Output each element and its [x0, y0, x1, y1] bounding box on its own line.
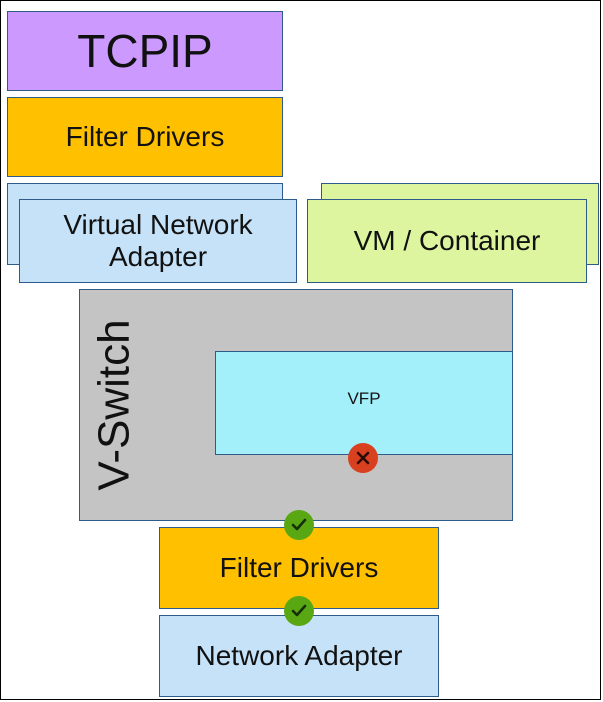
vswitch-to-filter-check-icon — [284, 510, 314, 540]
filter-drivers-top-label: Filter Drivers — [65, 120, 225, 152]
vm-container-label: VM / Container — [353, 224, 541, 256]
network-adapter-box: Network Adapter — [159, 615, 439, 697]
filter-drivers-bottom-label: Filter Drivers — [219, 551, 379, 583]
network-adapter-label: Network Adapter — [195, 639, 403, 671]
v-switch-label: V-Switch — [90, 319, 140, 491]
vm-container-box: VM / Container — [307, 199, 587, 283]
v-switch-label-wrap: V-Switch — [85, 289, 145, 521]
filter-to-adapter-check-icon — [284, 596, 314, 626]
tcpip-box: TCPIP — [7, 11, 283, 91]
filter-drivers-top-box: Filter Drivers — [7, 97, 283, 177]
vfp-box: VFP — [215, 351, 513, 455]
virtual-network-adapter-line2: Adapter — [108, 241, 208, 272]
filter-drivers-bottom-box: Filter Drivers — [159, 527, 439, 609]
virtual-network-adapter-box: Virtual Network Adapter — [19, 199, 297, 283]
tcpip-label: TCPIP — [77, 24, 213, 77]
vfp-blocked-x-icon — [348, 443, 378, 473]
vfp-label: VFP — [347, 389, 381, 408]
virtual-network-adapter-line1: Virtual Network — [63, 208, 253, 240]
